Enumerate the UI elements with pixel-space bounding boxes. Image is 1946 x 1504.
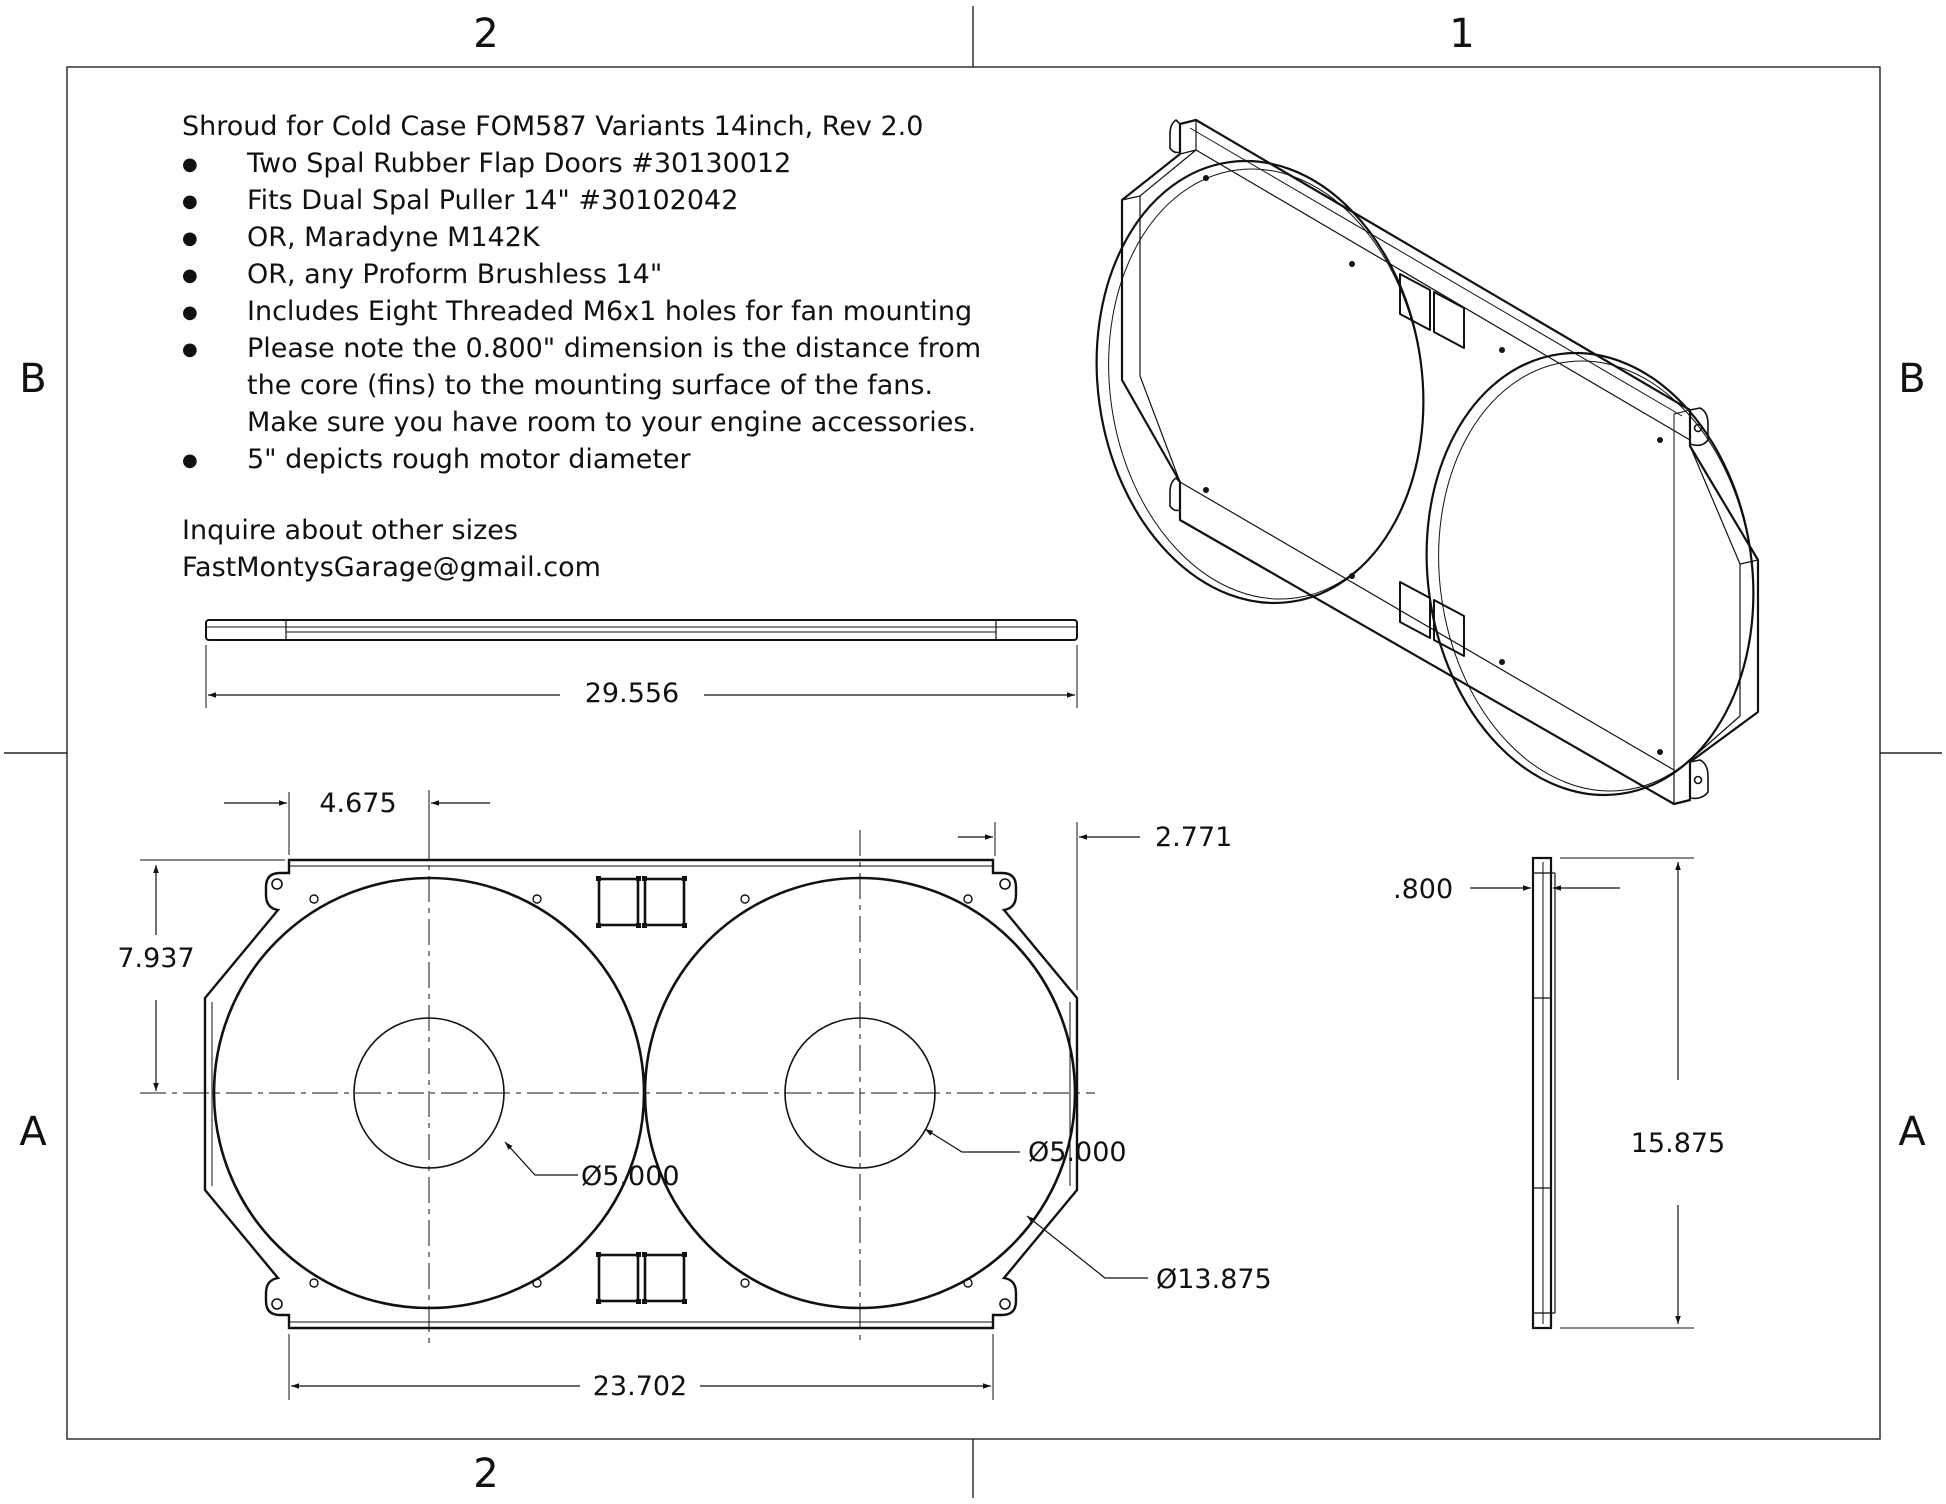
shroud-inner-edge [211,865,1071,1323]
dim-fan-diameter: Ø13.875 [1156,1264,1272,1295]
bullet-text-2: Fits Dual Spal Puller 14" #30102042 [247,185,738,216]
bullet-text-4: OR, any Proform Brushless 14" [247,259,662,290]
zone-label-top-1: 1 [1449,11,1474,57]
isometric-view [1095,118,1760,806]
bullet-2: ● [182,191,198,212]
flap-door [643,877,686,927]
dim-edge-offset: 2.771 [1155,822,1232,853]
bullet-4: ● [182,265,198,286]
dim-height: 15.875 [1631,1128,1725,1159]
bullet-text-5: Includes Eight Threaded M6x1 holes for f… [247,296,972,327]
flap-doors [597,877,686,1303]
iso-ears [1169,119,1709,800]
mounting-ears [271,878,1011,1310]
inquire-text: Inquire about other sizes [182,515,518,546]
bullet-6: ● [182,339,198,360]
flap-door-rivets [596,876,687,1304]
bullet-text-3: OR, Maradyne M142K [247,222,541,253]
flap-door [597,1253,640,1303]
dim-core-to-fan: .800 [1393,874,1453,905]
bullet-text-6: Please note the 0.800" dimension is the … [247,333,981,364]
ear-hole [271,878,283,890]
zone-label-bottom-2: 2 [473,1451,498,1497]
dim-overall-width: 29.556 [585,678,679,709]
side-profile [1531,856,1553,1330]
iso-fan-opening-right-rim [1438,360,1754,792]
bullet-5: ● [182,302,198,323]
bullet-7: ● [182,450,198,471]
side-view-dimensions [1470,857,1694,1329]
centerlines [140,790,1095,1345]
dim-fan-offset: 4.675 [319,788,396,819]
zone-label-right-a: A [1898,1109,1926,1155]
zone-labels: 2 1 2 B B A A [19,11,1926,1497]
dim-motor-diameter-left: Ø5.000 [581,1161,680,1192]
email-text: FastMontysGarage@gmail.com [182,552,601,583]
bullet-3: ● [182,228,198,249]
iso-outline [1120,118,1760,806]
iso-top-flange [1189,127,1691,770]
front-view-dim-labels: 4.675 2.771 7.937 Ø5.000 Ø5.000 Ø13.875 … [117,788,1271,1402]
zone-label-top-2: 2 [473,11,498,57]
iso-thickness [1121,120,1759,804]
dim-half-height: 7.937 [117,943,194,974]
shroud-outline [203,858,1079,1330]
side-view-dim-labels: .800 15.875 [1393,874,1725,1159]
bullet-text-6-line-3: Make sure you have room to your engine a… [247,407,976,438]
iso-holes [1203,175,1663,755]
iso-fan-opening-left-rim [1108,168,1424,600]
bullet-text-7: 5" depicts rough motor diameter [247,444,692,475]
iso-fan-opening-right [1425,351,1755,797]
bullet-1: ● [182,154,198,175]
dim-flat-width: 23.702 [593,1371,687,1402]
zone-label-right-b: B [1898,356,1925,402]
sheet-border [4,6,1942,1498]
flap-door [643,1253,686,1303]
front-view [140,790,1148,1400]
zone-label-left-a: A [19,1109,47,1155]
iso-fan-opening-left [1095,159,1425,605]
notes-title: Shroud for Cold Case FOM587 Variants 14i… [182,111,923,142]
notes-block: Shroud for Cold Case FOM587 Variants 14i… [182,111,981,583]
ear-hole [999,1298,1011,1310]
ear-hole [271,1298,283,1310]
front-view-dimensions [140,792,1148,1400]
bullet-glyphs: ● ● ● ● ● ● ● [182,154,198,471]
dim-motor-diameter-right: Ø5.000 [1028,1137,1127,1168]
top-edge-view [205,619,1078,708]
iso-flap-doors [1399,273,1465,657]
zone-label-left-b: B [19,356,46,402]
flap-door [597,877,640,927]
bullet-text-6-line-2: the core (fins) to the mounting surface … [247,370,933,401]
bullet-text-1: Two Spal Rubber Flap Doors #30130012 [246,148,791,179]
ear-hole [999,878,1011,890]
side-view [1470,856,1694,1330]
m6-mounting-holes [309,894,973,1288]
